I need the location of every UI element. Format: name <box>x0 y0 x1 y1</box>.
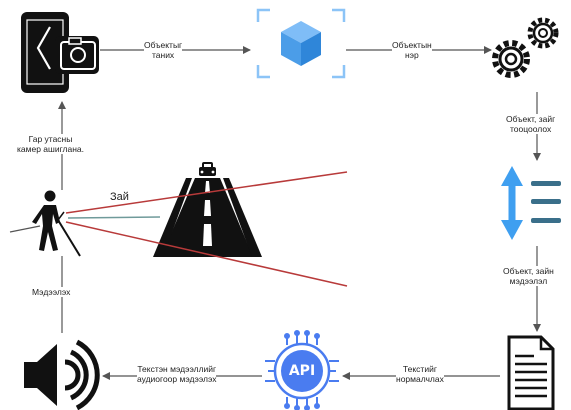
label-object-detect: Объектыг таних <box>144 40 183 60</box>
document-icon <box>507 335 555 410</box>
blind-person-icon <box>9 190 81 257</box>
api-label: API <box>288 363 316 379</box>
distance-lines <box>65 171 348 287</box>
phone-camera-icon <box>21 12 99 93</box>
label-notify: Мэдээлэх <box>32 287 71 297</box>
label-object-distance-calc: Объект, зайг тооцоолох <box>506 114 556 134</box>
label-object-distance-info: Объект, зайн мэдээлэл <box>503 266 554 286</box>
label-text-normalize: Текстийг нормалчлах <box>396 364 444 384</box>
label-object-name: Объектын нэр <box>392 40 432 60</box>
speaker-icon <box>24 339 100 410</box>
distance-measure-icon <box>501 166 561 240</box>
gears-icon <box>492 17 559 78</box>
label-phone-camera: Гар утасны камер ашиглана. <box>17 134 84 154</box>
car-icon <box>199 162 216 176</box>
api-chip-icon <box>265 330 339 410</box>
object-detection-cube-icon <box>256 8 346 79</box>
flow-arrows <box>58 46 541 380</box>
road-icon <box>153 162 262 257</box>
label-text-to-audio: Текстэн мэдээллийг аудиогоор мэдээлэх <box>137 364 217 384</box>
label-distance: Зай <box>110 191 129 203</box>
